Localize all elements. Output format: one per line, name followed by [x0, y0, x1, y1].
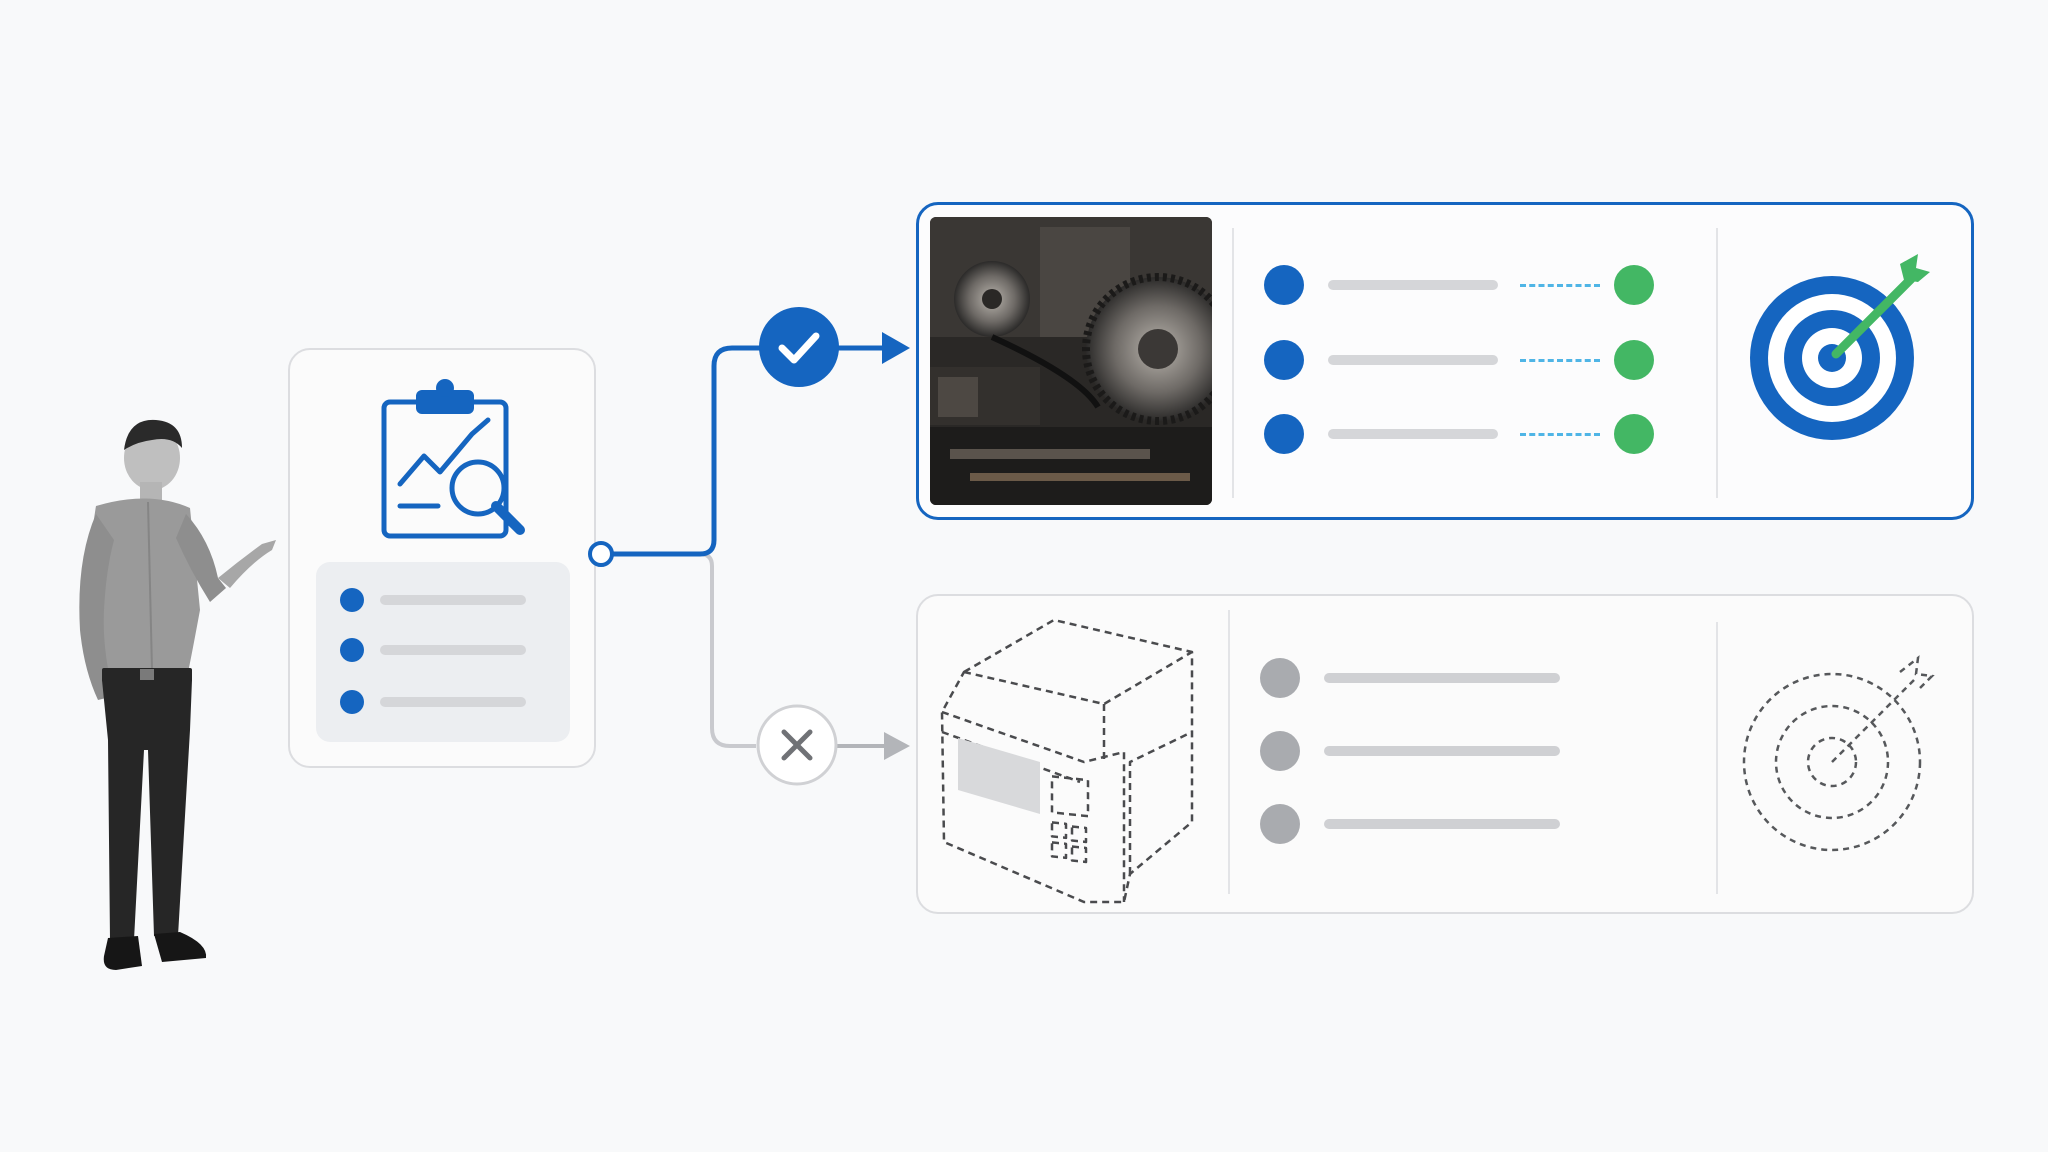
card-divider — [1716, 228, 1718, 498]
dashed-target-icon — [1742, 655, 1935, 852]
criterion-bullet — [1264, 414, 1304, 454]
analysis-item-bullet — [340, 690, 364, 714]
criterion-bullet — [1264, 340, 1304, 380]
card-divider — [1232, 228, 1234, 498]
card-divider — [1716, 622, 1718, 894]
criterion-line — [1328, 280, 1498, 290]
criterion-link — [1520, 433, 1600, 436]
criterion-line — [1324, 746, 1560, 756]
criterion-line — [1324, 819, 1560, 829]
clipboard-chart-magnifier-icon — [381, 379, 525, 539]
presenter-figure — [79, 419, 276, 970]
analysis-item-line — [380, 595, 526, 605]
analysis-item-line — [380, 645, 526, 655]
criterion-bullet — [1260, 804, 1300, 844]
criterion-line — [1324, 673, 1560, 683]
analysis-item-line — [380, 697, 526, 707]
card-divider — [1228, 610, 1230, 894]
criterion-match-dot — [1614, 414, 1654, 454]
industrial-machinery-photo — [930, 217, 1212, 505]
target-with-arrow-icon — [1750, 254, 1930, 440]
criterion-line — [1328, 429, 1498, 439]
criterion-line — [1328, 355, 1498, 365]
checkmark-icon — [759, 307, 839, 387]
criterion-match-dot — [1614, 340, 1654, 380]
analysis-item-bullet — [340, 638, 364, 662]
x-mark-icon — [756, 704, 838, 786]
criterion-link — [1520, 359, 1600, 362]
criterion-bullet — [1260, 658, 1300, 698]
criterion-link — [1520, 284, 1600, 287]
dashed-machine-outline — [940, 618, 1194, 904]
criterion-match-dot — [1614, 265, 1654, 305]
criterion-bullet — [1264, 265, 1304, 305]
analysis-item-bullet — [340, 588, 364, 612]
criterion-bullet — [1260, 731, 1300, 771]
